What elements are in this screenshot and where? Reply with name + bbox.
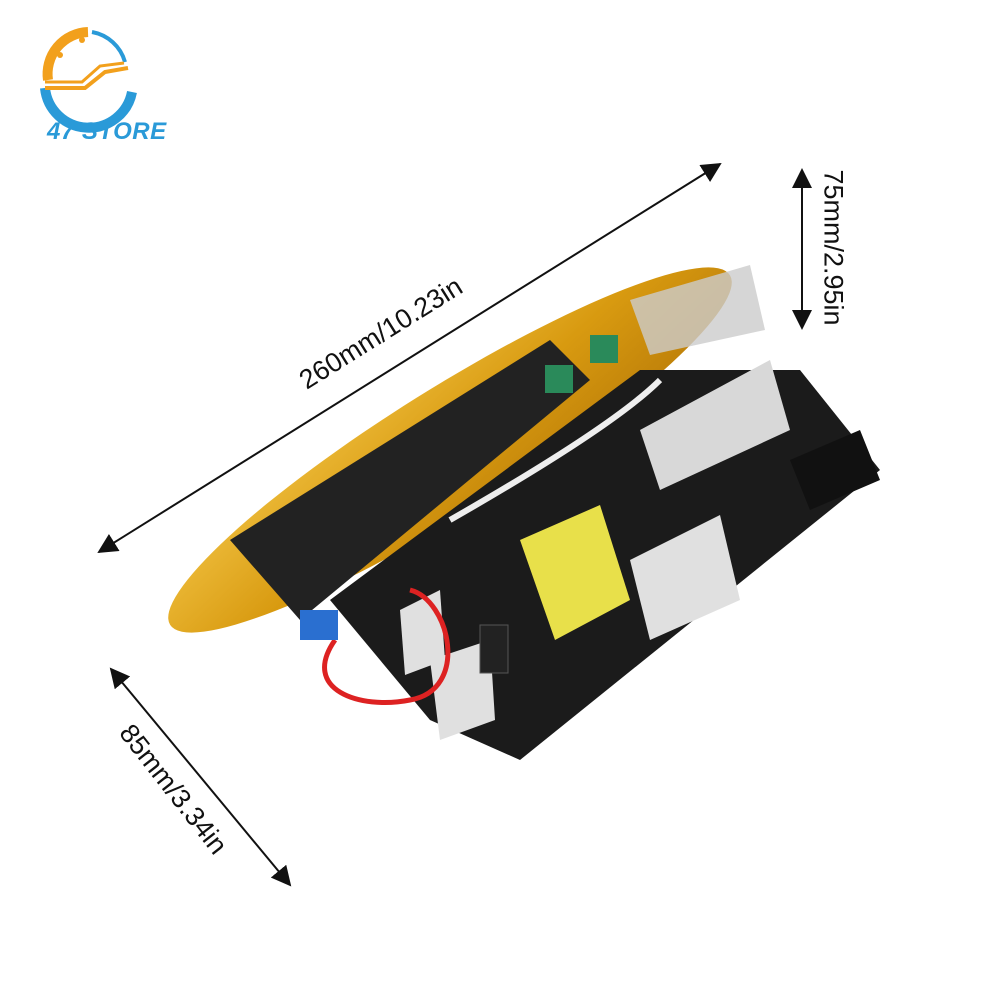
length-arrow xyxy=(97,162,722,554)
width-arrow xyxy=(109,667,292,887)
height-label: 75mm/2.95in xyxy=(818,169,849,326)
store-logo xyxy=(40,27,137,133)
store-name: 47 STORE xyxy=(47,118,167,145)
